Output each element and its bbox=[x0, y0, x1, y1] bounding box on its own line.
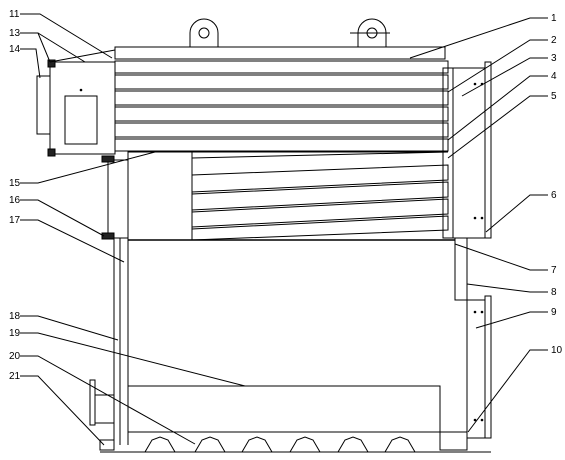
callout-21: 21 bbox=[9, 371, 21, 382]
left-header-box bbox=[36, 49, 116, 157]
callout-1: 1 bbox=[551, 13, 557, 24]
leader-lines-left bbox=[20, 13, 246, 446]
callout-13: 13 bbox=[9, 28, 21, 39]
callout-20: 20 bbox=[9, 351, 21, 362]
leader-lines-right bbox=[409, 17, 548, 433]
callout-4: 4 bbox=[551, 71, 557, 82]
lower-tube-bank bbox=[128, 151, 449, 241]
callout-15: 15 bbox=[9, 178, 21, 189]
lifting-lug-right bbox=[350, 18, 390, 47]
grate-bars bbox=[100, 436, 491, 453]
left-rear-baffle bbox=[101, 151, 193, 241]
callout-2: 2 bbox=[551, 35, 557, 46]
furnace-shell bbox=[113, 238, 456, 445]
callout-18: 18 bbox=[9, 311, 21, 322]
callout-16: 16 bbox=[9, 195, 21, 206]
top-cover bbox=[114, 46, 446, 60]
upper-tube-bank bbox=[114, 60, 449, 152]
callout-7: 7 bbox=[551, 265, 557, 276]
callout-10: 10 bbox=[551, 345, 563, 356]
callout-17: 17 bbox=[9, 215, 21, 226]
right-tube-plate bbox=[442, 61, 492, 239]
callout-14: 14 bbox=[9, 44, 21, 55]
callout-8: 8 bbox=[551, 287, 557, 298]
combustion-chamber bbox=[127, 385, 468, 451]
callout-9: 9 bbox=[551, 307, 557, 318]
lifting-lug-left bbox=[189, 18, 219, 47]
ash-door bbox=[89, 379, 115, 451]
callout-5: 5 bbox=[551, 91, 557, 102]
callout-labels: 11 13 14 15 16 17 18 19 20 21 1 2 3 4 5 … bbox=[9, 9, 563, 382]
callout-11: 11 bbox=[9, 9, 20, 20]
callout-3: 3 bbox=[551, 53, 557, 64]
callout-19: 19 bbox=[9, 328, 21, 339]
callout-6: 6 bbox=[551, 190, 557, 201]
